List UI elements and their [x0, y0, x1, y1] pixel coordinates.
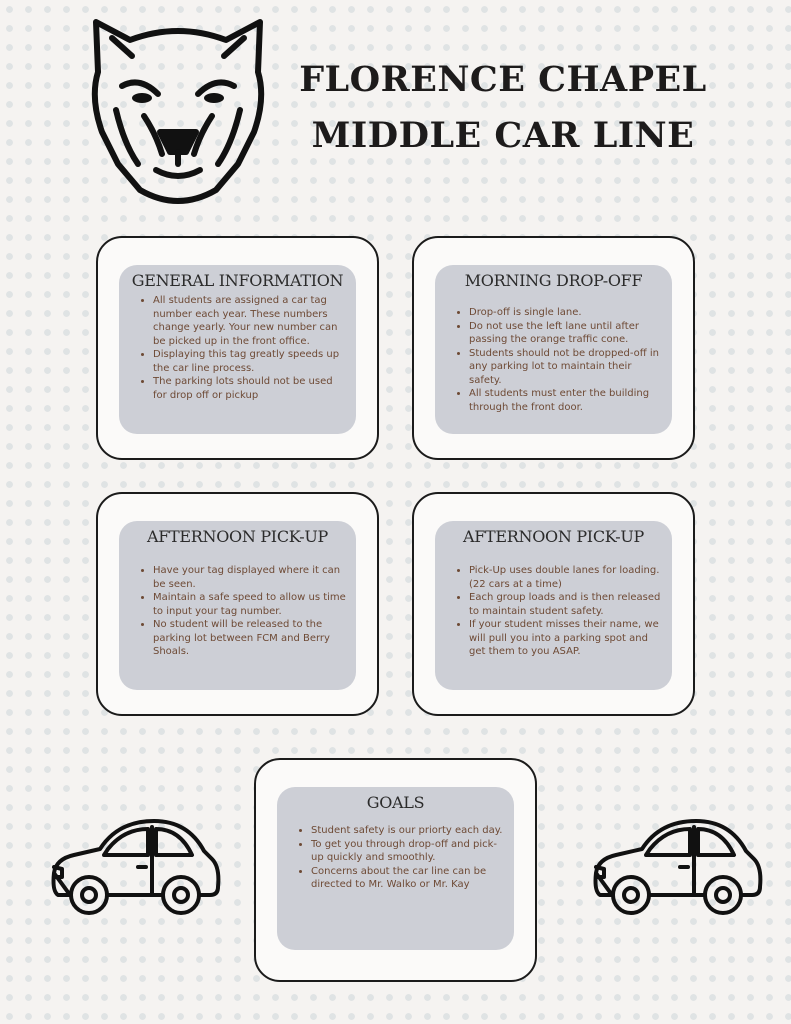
list-item: No student will be released to the parki… — [153, 618, 346, 659]
list-item: All students are assigned a car tag numb… — [153, 294, 346, 348]
list-item: All students must enter the building thr… — [469, 387, 662, 414]
list-item: Each group loads and is then released to… — [469, 591, 662, 618]
panther-head-icon — [91, 19, 265, 204]
list-goals: Student safety is our priorty each day. … — [287, 824, 504, 892]
panel-afternoon-pick-up-2: AFTERNOON PICK-UP Pick-Up uses double la… — [435, 521, 672, 690]
list-item: Students should not be dropped-off in an… — [469, 347, 662, 388]
title-line-2: MIDDLE CAR LINE — [311, 115, 695, 156]
car-icon — [51, 819, 221, 915]
list-item: The parking lots should not be used for … — [153, 375, 346, 402]
panel-goals: GOALS Student safety is our priorty each… — [277, 787, 514, 950]
heading-morning-drop-off: MORNING DROP-OFF — [464, 271, 643, 290]
car-icon — [593, 819, 763, 915]
list-item: Concerns about the car line can be direc… — [311, 865, 504, 892]
list-item: Have your tag displayed where it can be … — [153, 564, 346, 591]
list-item: Do not use the left lane until after pas… — [469, 320, 662, 347]
list-item: To get you through drop-off and pick-up … — [311, 838, 504, 865]
page-title: FLORENCE CHAPEL MIDDLE CAR LINE — [268, 52, 738, 164]
list-item: If your student misses their name, we wi… — [469, 618, 662, 659]
panel-morning-drop-off: MORNING DROP-OFF Drop-off is single lane… — [435, 265, 672, 434]
panel-afternoon-pick-up-1: AFTERNOON PICK-UP Have your tag displaye… — [119, 521, 356, 690]
panel-general-information: GENERAL INFORMATION All students are ass… — [119, 265, 356, 434]
list-general-information: All students are assigned a car tag numb… — [129, 294, 346, 402]
list-afternoon-pick-up-1: Have your tag displayed where it can be … — [129, 564, 346, 659]
list-item: Pick-Up uses double lanes for loading. (… — [469, 564, 662, 591]
title-line-1: FLORENCE CHAPEL — [299, 59, 707, 100]
list-morning-drop-off: Drop-off is single lane. Do not use the … — [445, 306, 662, 414]
heading-afternoon-pick-up-2: AFTERNOON PICK-UP — [462, 527, 645, 546]
list-item: Maintain a safe speed to allow us time t… — [153, 591, 346, 618]
heading-general-information: GENERAL INFORMATION — [131, 271, 344, 290]
list-item: Displaying this tag greatly speeds up th… — [153, 348, 346, 375]
list-afternoon-pick-up-2: Pick-Up uses double lanes for loading. (… — [445, 564, 662, 659]
list-item: Student safety is our priorty each day. — [311, 824, 504, 838]
heading-afternoon-pick-up-1: AFTERNOON PICK-UP — [146, 527, 329, 546]
heading-goals: GOALS — [366, 793, 425, 812]
list-item: Drop-off is single lane. — [469, 306, 662, 320]
